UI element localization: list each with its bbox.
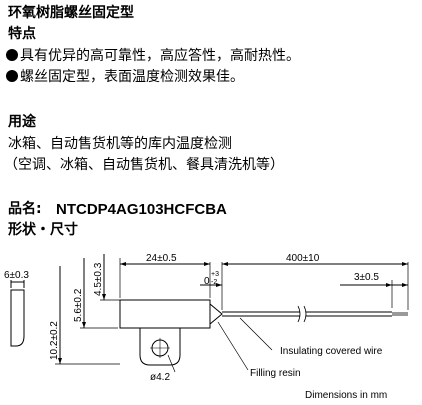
bracket-tab	[139, 328, 181, 366]
product-label: 品名:	[8, 201, 42, 217]
feature-item: 具有优异的高可靠性，高应答性，高耐热性。	[6, 49, 300, 63]
dim-gap-tolerance-lower: -2	[211, 279, 217, 286]
filling-resin	[209, 303, 223, 325]
dim-body-length-label: 24±0.5	[146, 253, 177, 264]
product-number: NTCDP4AG103HCFCBA	[56, 201, 227, 218]
features-heading: 特点	[8, 26, 36, 42]
feature-item: 螺丝固定型，表面温度检测效果佳。	[6, 70, 244, 84]
dim-hole-position-label: 5.6±0.2	[73, 288, 84, 322]
bullet-icon	[6, 49, 18, 61]
feature-text: 具有优异的高可靠性，高应答性，高耐热性。	[20, 48, 300, 64]
page-title: 环氧树脂螺丝固定型	[8, 5, 134, 21]
dim-gap-label: 0	[204, 276, 210, 287]
dim-lead-length-label: 400±10	[286, 253, 320, 264]
resin-callout: Filling resin	[250, 368, 301, 379]
dim-strip-label: 3±0.5	[354, 272, 379, 283]
shape-heading: 形状・尺寸	[8, 222, 78, 238]
uses-heading: 用途	[8, 114, 36, 130]
dim-gap-tolerance-upper: +3	[211, 271, 219, 278]
dim-hole-label: ø4.2	[150, 372, 170, 383]
side-view-outline	[10, 289, 25, 347]
dim-width-label: 6±0.3	[4, 270, 29, 281]
dim-body-height-label: 4.5±0.3	[93, 262, 104, 296]
uses-line: 冰箱、自动售货机等的库内温度检测	[8, 136, 232, 152]
feature-text: 螺丝固定型，表面温度检测效果佳。	[20, 69, 244, 85]
bullet-icon	[6, 70, 18, 82]
wire-callout: Insulating covered wire	[280, 346, 383, 357]
uses-line: （空调、冰箱、自动售货机、餐具清洗机等）	[4, 157, 284, 173]
dim-total-height-label: 10.2±0.2	[49, 321, 60, 360]
sensor-body	[119, 299, 211, 329]
units-note: Dimensions in mm	[305, 390, 387, 401]
